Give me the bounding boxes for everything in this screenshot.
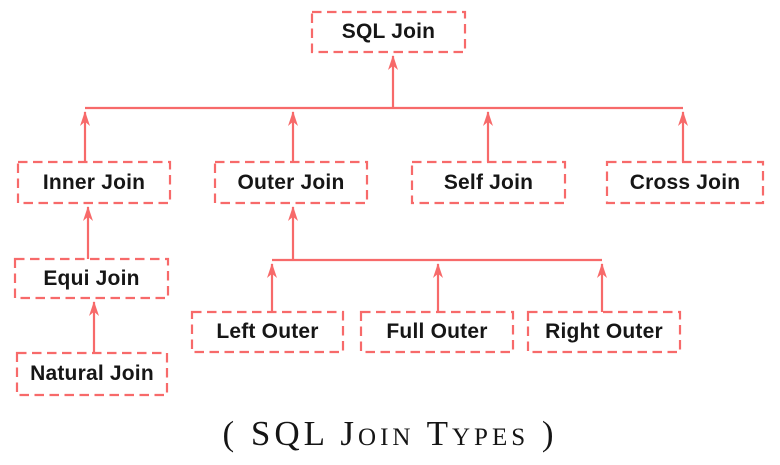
- node-label-inner-join: Inner Join: [42, 170, 146, 194]
- node-box-inner-join: [16, 160, 172, 205]
- node-label-equi-join: Equi Join: [43, 266, 140, 290]
- node-label-natural-join: Natural Join: [30, 362, 154, 385]
- node-label-full-outer: Full Outer: [386, 320, 488, 343]
- node-label-self-join: Self Join: [443, 170, 534, 194]
- node-label-left-outer: Left Outer: [216, 320, 319, 343]
- node-box-sql-join: [310, 10, 467, 54]
- node-box-cross-join: [605, 160, 765, 205]
- node-label-outer-join: Outer Join: [237, 170, 345, 194]
- node-label-sql-join: SQL Join: [341, 20, 436, 43]
- node-label-right-outer: Right Outer: [545, 320, 663, 343]
- node-box-right-outer: [526, 310, 682, 354]
- node-box-natural-join: [15, 351, 169, 397]
- node-label-cross-join: Cross Join: [629, 170, 741, 194]
- node-box-outer-join: [213, 160, 369, 205]
- node-box-self-join: [410, 160, 567, 205]
- node-box-equi-join: [13, 257, 170, 300]
- node-box-full-outer: [359, 310, 515, 354]
- diagram-caption: ( SQL Join Types ): [222, 414, 558, 453]
- node-box-left-outer: [190, 310, 345, 354]
